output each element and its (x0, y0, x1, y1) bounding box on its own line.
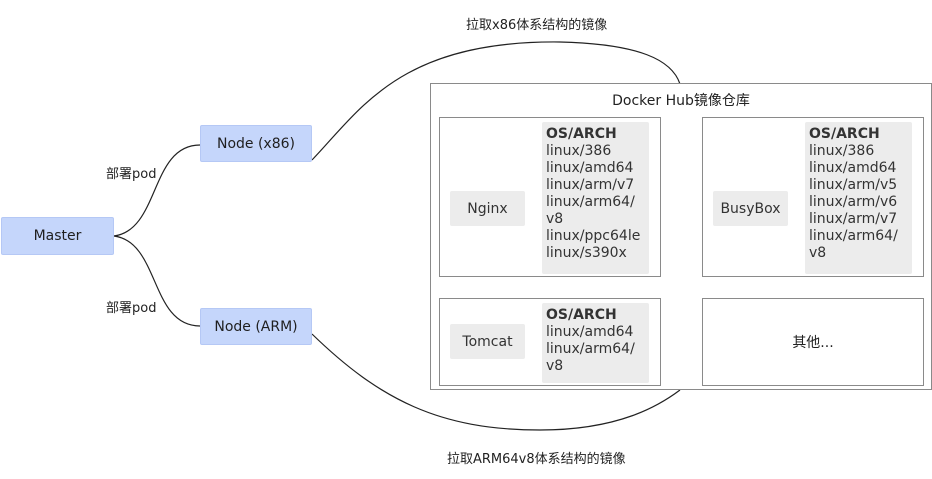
master-to-arm-edge (113, 235, 201, 327)
busybox-arch-item: linux/386 (809, 143, 875, 159)
deploy-label-top: 部署pod (106, 167, 157, 182)
other-cell: 其他... (702, 298, 924, 386)
nginx-arch-item: linux/s390x (546, 245, 627, 261)
nginx-arch-item: linux/386 (546, 143, 612, 159)
bottom-caption: 拉取ARM64v8体系结构的镜像 (447, 452, 626, 467)
busybox-arch-item: linux/arm64/ (809, 228, 898, 244)
tomcat-arch-item: linux/amd64 (546, 324, 634, 340)
node-x86-label: Node (x86) (216, 135, 295, 152)
node-arm-label: Node (ARM) (214, 318, 298, 335)
nginx-arch-item: linux/ppc64le (546, 228, 641, 244)
busybox-arch-item: linux/amd64 (809, 160, 897, 176)
master-to-x86-edge (113, 144, 201, 237)
x86-pull-curve (311, 41, 681, 161)
nginx-arch-item: linux/amd64 (546, 160, 634, 176)
deploy-label-bottom: 部署pod (106, 301, 157, 316)
master-node: Master (1, 217, 114, 255)
nginx-chip: Nginx (450, 191, 525, 226)
node-arm: Node (ARM) (200, 308, 312, 345)
nginx-cell: Nginx OS/ARCH linux/386 linux/amd64 linu… (439, 117, 661, 277)
busybox-arch-item: v8 (809, 245, 827, 261)
busybox-arch-list: OS/ARCH linux/386 linux/amd64 linux/arm/… (805, 122, 912, 274)
busybox-arch-item: linux/arm/v6 (809, 194, 898, 210)
tomcat-arch-item: linux/arm64/ (546, 341, 635, 357)
node-x86: Node (x86) (200, 125, 312, 162)
nginx-arch-item: v8 (546, 211, 564, 227)
nginx-arch-item: linux/arm64/ (546, 194, 635, 210)
nginx-arch-list: OS/ARCH linux/386 linux/amd64 linux/arm/… (542, 122, 649, 274)
busybox-arch-header: OS/ARCH (809, 126, 880, 142)
busybox-arch-item: linux/arm/v5 (809, 177, 898, 193)
nginx-arch-header: OS/ARCH (546, 126, 617, 142)
arm-pull-curve (311, 333, 681, 431)
nginx-arch-item: linux/arm/v7 (546, 177, 635, 193)
other-label: 其他... (792, 335, 834, 351)
tomcat-cell: Tomcat OS/ARCH linux/amd64 linux/arm64/ … (439, 298, 661, 386)
hub-title: Docker Hub镜像仓库 (612, 93, 750, 109)
master-label: Master (33, 228, 82, 244)
tomcat-arch-list: OS/ARCH linux/amd64 linux/arm64/ v8 (542, 303, 649, 383)
tomcat-arch-item: v8 (546, 358, 564, 374)
tomcat-chip: Tomcat (450, 324, 525, 359)
busybox-arch-item: linux/arm/v7 (809, 211, 898, 227)
tomcat-arch-header: OS/ARCH (546, 307, 617, 323)
top-caption: 拉取x86体系结构的镜像 (466, 18, 608, 33)
busybox-cell: BusyBox OS/ARCH linux/386 linux/amd64 li… (702, 117, 924, 277)
busybox-chip: BusyBox (713, 191, 788, 226)
